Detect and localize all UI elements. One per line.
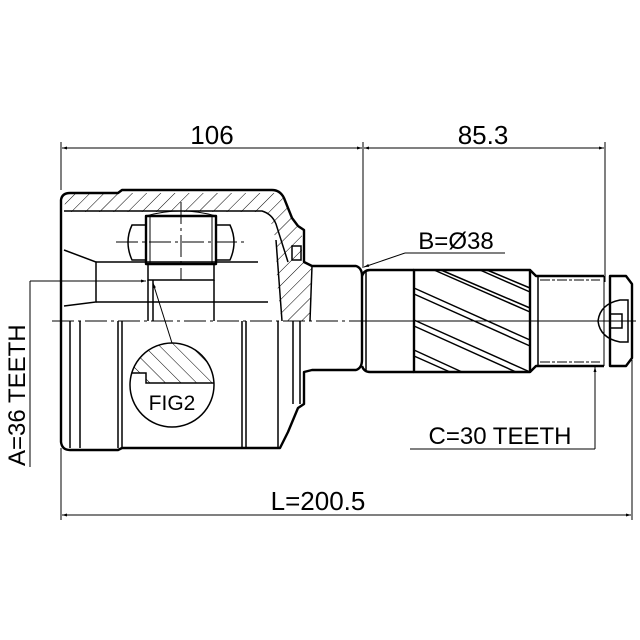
shaft-collar-bottom [360, 365, 414, 374]
dimension-total-length: L=200.5 [60, 360, 633, 520]
roller-left-lobe [127, 224, 147, 261]
dimension-label-total: L=200.5 [271, 486, 366, 516]
dimension-85-3: 85.3 [364, 120, 606, 282]
housing-shell-hatch [64, 193, 290, 212]
shaft-collar-top [360, 268, 414, 277]
shaft-step-top [529, 269, 604, 278]
callout-b-label: B=Ø38 [418, 228, 493, 255]
fig2-label: FIG2 [149, 392, 196, 415]
housing-groove [291, 245, 302, 261]
housing-outline-top [59, 188, 364, 321]
cavity-left [63, 249, 97, 307]
housing-inner-wall [64, 210, 289, 263]
detail-fig2: FIG2 [129, 282, 215, 428]
callout-a-teeth: A=36 TEETH [4, 279, 146, 467]
fig2-leader [152, 282, 173, 344]
housing-wall-hatch [268, 212, 312, 321]
callout-c-label: C=30 TEETH [429, 423, 572, 450]
dimension-106: 106 [60, 120, 364, 268]
roller-right-lobe [215, 224, 235, 261]
housing-outline-bottom [59, 276, 364, 452]
callout-a-label: A=36 TEETH [4, 324, 31, 466]
fig2-hatch [130, 343, 214, 383]
dimension-label-85-3: 85.3 [458, 120, 509, 150]
dimension-label-106: 106 [190, 120, 233, 150]
callout-b-diameter: B=Ø38 [363, 228, 505, 268]
helix-stripes [413, 269, 531, 373]
callout-c-teeth: C=30 TEETH [410, 367, 597, 450]
fig2-profile [130, 372, 214, 384]
neck-edge [309, 265, 313, 322]
housing-wall-inner-edge [275, 239, 283, 322]
shaft-step-bottom [529, 364, 604, 373]
callout-b-leader [363, 252, 406, 268]
housing [59, 188, 364, 452]
